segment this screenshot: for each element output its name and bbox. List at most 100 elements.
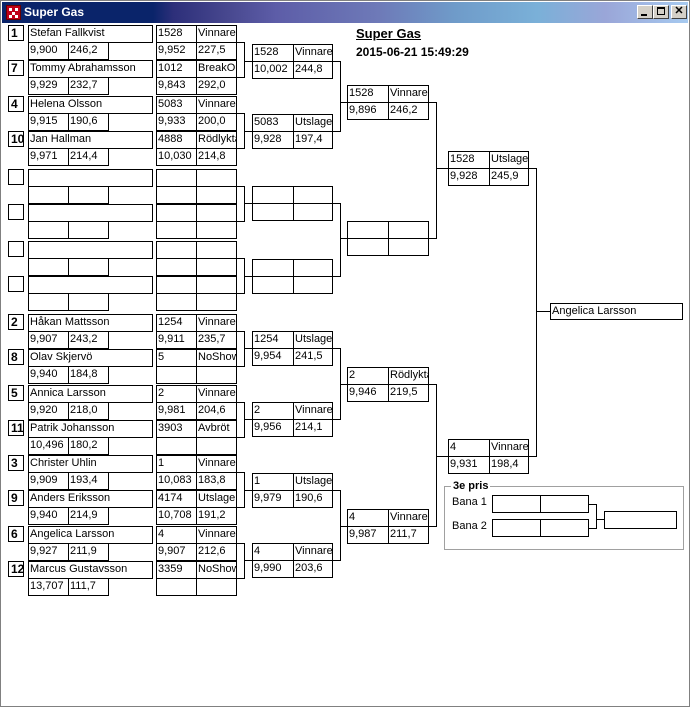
r1-reaction-time[interactable] xyxy=(156,437,197,455)
r1-reaction-time[interactable]: 9,933 xyxy=(156,113,197,131)
r2-et[interactable]: 244,8 xyxy=(293,61,333,79)
r3-et[interactable]: 211,7 xyxy=(388,526,429,544)
r3-reaction-time[interactable]: 9,946 xyxy=(347,384,389,402)
r3-result[interactable]: Rödlykta xyxy=(388,367,429,385)
r1-et[interactable] xyxy=(196,578,237,596)
r1-reaction-time[interactable]: 10,708 xyxy=(156,507,197,525)
competitor-et[interactable]: 218,0 xyxy=(68,402,109,420)
r1-et[interactable] xyxy=(196,437,237,455)
competitor-reaction-time[interactable] xyxy=(28,258,69,276)
r1-result[interactable] xyxy=(196,241,237,259)
r1-result[interactable]: Vinnare xyxy=(196,96,237,114)
r2-lane-number[interactable]: 5083 xyxy=(252,114,294,132)
r1-lane-number[interactable]: 5083 xyxy=(156,96,197,114)
minimize-button[interactable] xyxy=(637,5,653,19)
r1-reaction-time[interactable]: 9,952 xyxy=(156,42,197,60)
r1-et[interactable]: 235,7 xyxy=(196,331,237,349)
r1-lane-number[interactable]: 5 xyxy=(156,349,197,367)
r2-result[interactable]: Vinnare xyxy=(293,543,333,561)
competitor-reaction-time[interactable]: 9,940 xyxy=(28,507,69,525)
competitor-name[interactable]: Helena Olsson xyxy=(28,96,153,114)
r1-et[interactable]: 227,5 xyxy=(196,42,237,60)
r1-result[interactable]: Vinnare xyxy=(196,25,237,43)
r3-reaction-time[interactable]: 9,896 xyxy=(347,102,389,120)
r4-lane-number[interactable]: 4 xyxy=(448,439,490,457)
r2-lane-number[interactable]: 1 xyxy=(252,473,294,491)
r1-reaction-time[interactable]: 10,083 xyxy=(156,472,197,490)
competitor-name[interactable] xyxy=(28,276,153,294)
competitor-name[interactable]: Anders Eriksson xyxy=(28,490,153,508)
third-place-winner[interactable] xyxy=(604,511,677,529)
competitor-name[interactable] xyxy=(28,241,153,259)
competitor-reaction-time[interactable]: 9,915 xyxy=(28,113,69,131)
r2-reaction-time[interactable]: 9,928 xyxy=(252,131,294,149)
competitor-reaction-time[interactable]: 13,707 xyxy=(28,578,69,596)
r4-result[interactable]: Utslagen xyxy=(489,151,529,169)
third-lane2-number[interactable] xyxy=(492,519,541,537)
r4-reaction-time[interactable]: 9,931 xyxy=(448,456,490,474)
r2-lane-number[interactable]: 1254 xyxy=(252,331,294,349)
r2-result[interactable]: Utslagen xyxy=(293,331,333,349)
competitor-et[interactable]: 190,6 xyxy=(68,113,109,131)
competitor-reaction-time[interactable] xyxy=(28,186,69,204)
r1-et[interactable]: 214,8 xyxy=(196,148,237,166)
competitor-reaction-time[interactable]: 9,920 xyxy=(28,402,69,420)
r1-result[interactable]: BreakOut xyxy=(196,60,237,78)
r2-reaction-time[interactable]: 10,002 xyxy=(252,61,294,79)
r1-et[interactable]: 183,8 xyxy=(196,472,237,490)
r3-et[interactable] xyxy=(388,238,429,256)
competitor-reaction-time[interactable]: 9,907 xyxy=(28,331,69,349)
r2-reaction-time[interactable]: 9,979 xyxy=(252,490,294,508)
competitor-et[interactable]: 111,7 xyxy=(68,578,109,596)
r1-lane-number[interactable] xyxy=(156,204,197,222)
title-bar[interactable]: Super Gas ✕ xyxy=(2,2,688,23)
r2-reaction-time[interactable]: 9,956 xyxy=(252,419,294,437)
r1-reaction-time[interactable]: 9,907 xyxy=(156,543,197,561)
third-lane1-result[interactable] xyxy=(540,495,589,513)
r1-result[interactable] xyxy=(196,204,237,222)
r1-lane-number[interactable] xyxy=(156,241,197,259)
r2-reaction-time[interactable]: 9,990 xyxy=(252,560,294,578)
r1-et[interactable]: 212,6 xyxy=(196,543,237,561)
r1-reaction-time[interactable] xyxy=(156,258,197,276)
r3-lane-number[interactable]: 4 xyxy=(347,509,389,527)
competitor-name[interactable] xyxy=(28,169,153,187)
winner-name[interactable]: Angelica Larsson xyxy=(550,303,683,320)
r2-et[interactable]: 203,6 xyxy=(293,560,333,578)
r1-reaction-time[interactable] xyxy=(156,186,197,204)
r2-et[interactable]: 190,6 xyxy=(293,490,333,508)
competitor-et[interactable]: 232,7 xyxy=(68,77,109,95)
competitor-et[interactable]: 211,9 xyxy=(68,543,109,561)
r1-et[interactable]: 200,0 xyxy=(196,113,237,131)
competitor-name[interactable]: Christer Uhlin xyxy=(28,455,153,473)
r2-result[interactable]: Utslagen xyxy=(293,114,333,132)
r1-lane-number[interactable]: 1254 xyxy=(156,314,197,332)
r2-reaction-time[interactable] xyxy=(252,276,294,294)
r1-result[interactable] xyxy=(196,276,237,294)
r4-reaction-time[interactable]: 9,928 xyxy=(448,168,490,186)
r1-result[interactable]: Vinnare xyxy=(196,314,237,332)
r1-result[interactable] xyxy=(196,169,237,187)
r1-result[interactable]: Vinnare xyxy=(196,455,237,473)
competitor-name[interactable]: Jan Hallman xyxy=(28,131,153,149)
r3-lane-number[interactable]: 1528 xyxy=(347,85,389,103)
competitor-et[interactable] xyxy=(68,293,109,311)
r1-reaction-time[interactable]: 9,981 xyxy=(156,402,197,420)
r2-result[interactable] xyxy=(293,259,333,277)
competitor-name[interactable]: Patrik Johansson xyxy=(28,420,153,438)
r1-lane-number[interactable]: 3359 xyxy=(156,561,197,579)
competitor-reaction-time[interactable] xyxy=(28,293,69,311)
r2-result[interactable]: Vinnare xyxy=(293,44,333,62)
r1-result[interactable]: Rödlykta xyxy=(196,131,237,149)
r2-reaction-time[interactable]: 9,954 xyxy=(252,348,294,366)
r2-result[interactable]: Utslagen xyxy=(293,473,333,491)
r2-lane-number[interactable] xyxy=(252,259,294,277)
r3-result[interactable]: Vinnare xyxy=(388,509,429,527)
competitor-reaction-time[interactable]: 9,927 xyxy=(28,543,69,561)
competitor-reaction-time[interactable]: 9,900 xyxy=(28,42,69,60)
competitor-name[interactable]: Annica Larsson xyxy=(28,385,153,403)
r1-reaction-time[interactable]: 9,911 xyxy=(156,331,197,349)
competitor-et[interactable]: 243,2 xyxy=(68,331,109,349)
competitor-name[interactable]: Tommy Abrahamsson xyxy=(28,60,153,78)
r2-et[interactable]: 197,4 xyxy=(293,131,333,149)
